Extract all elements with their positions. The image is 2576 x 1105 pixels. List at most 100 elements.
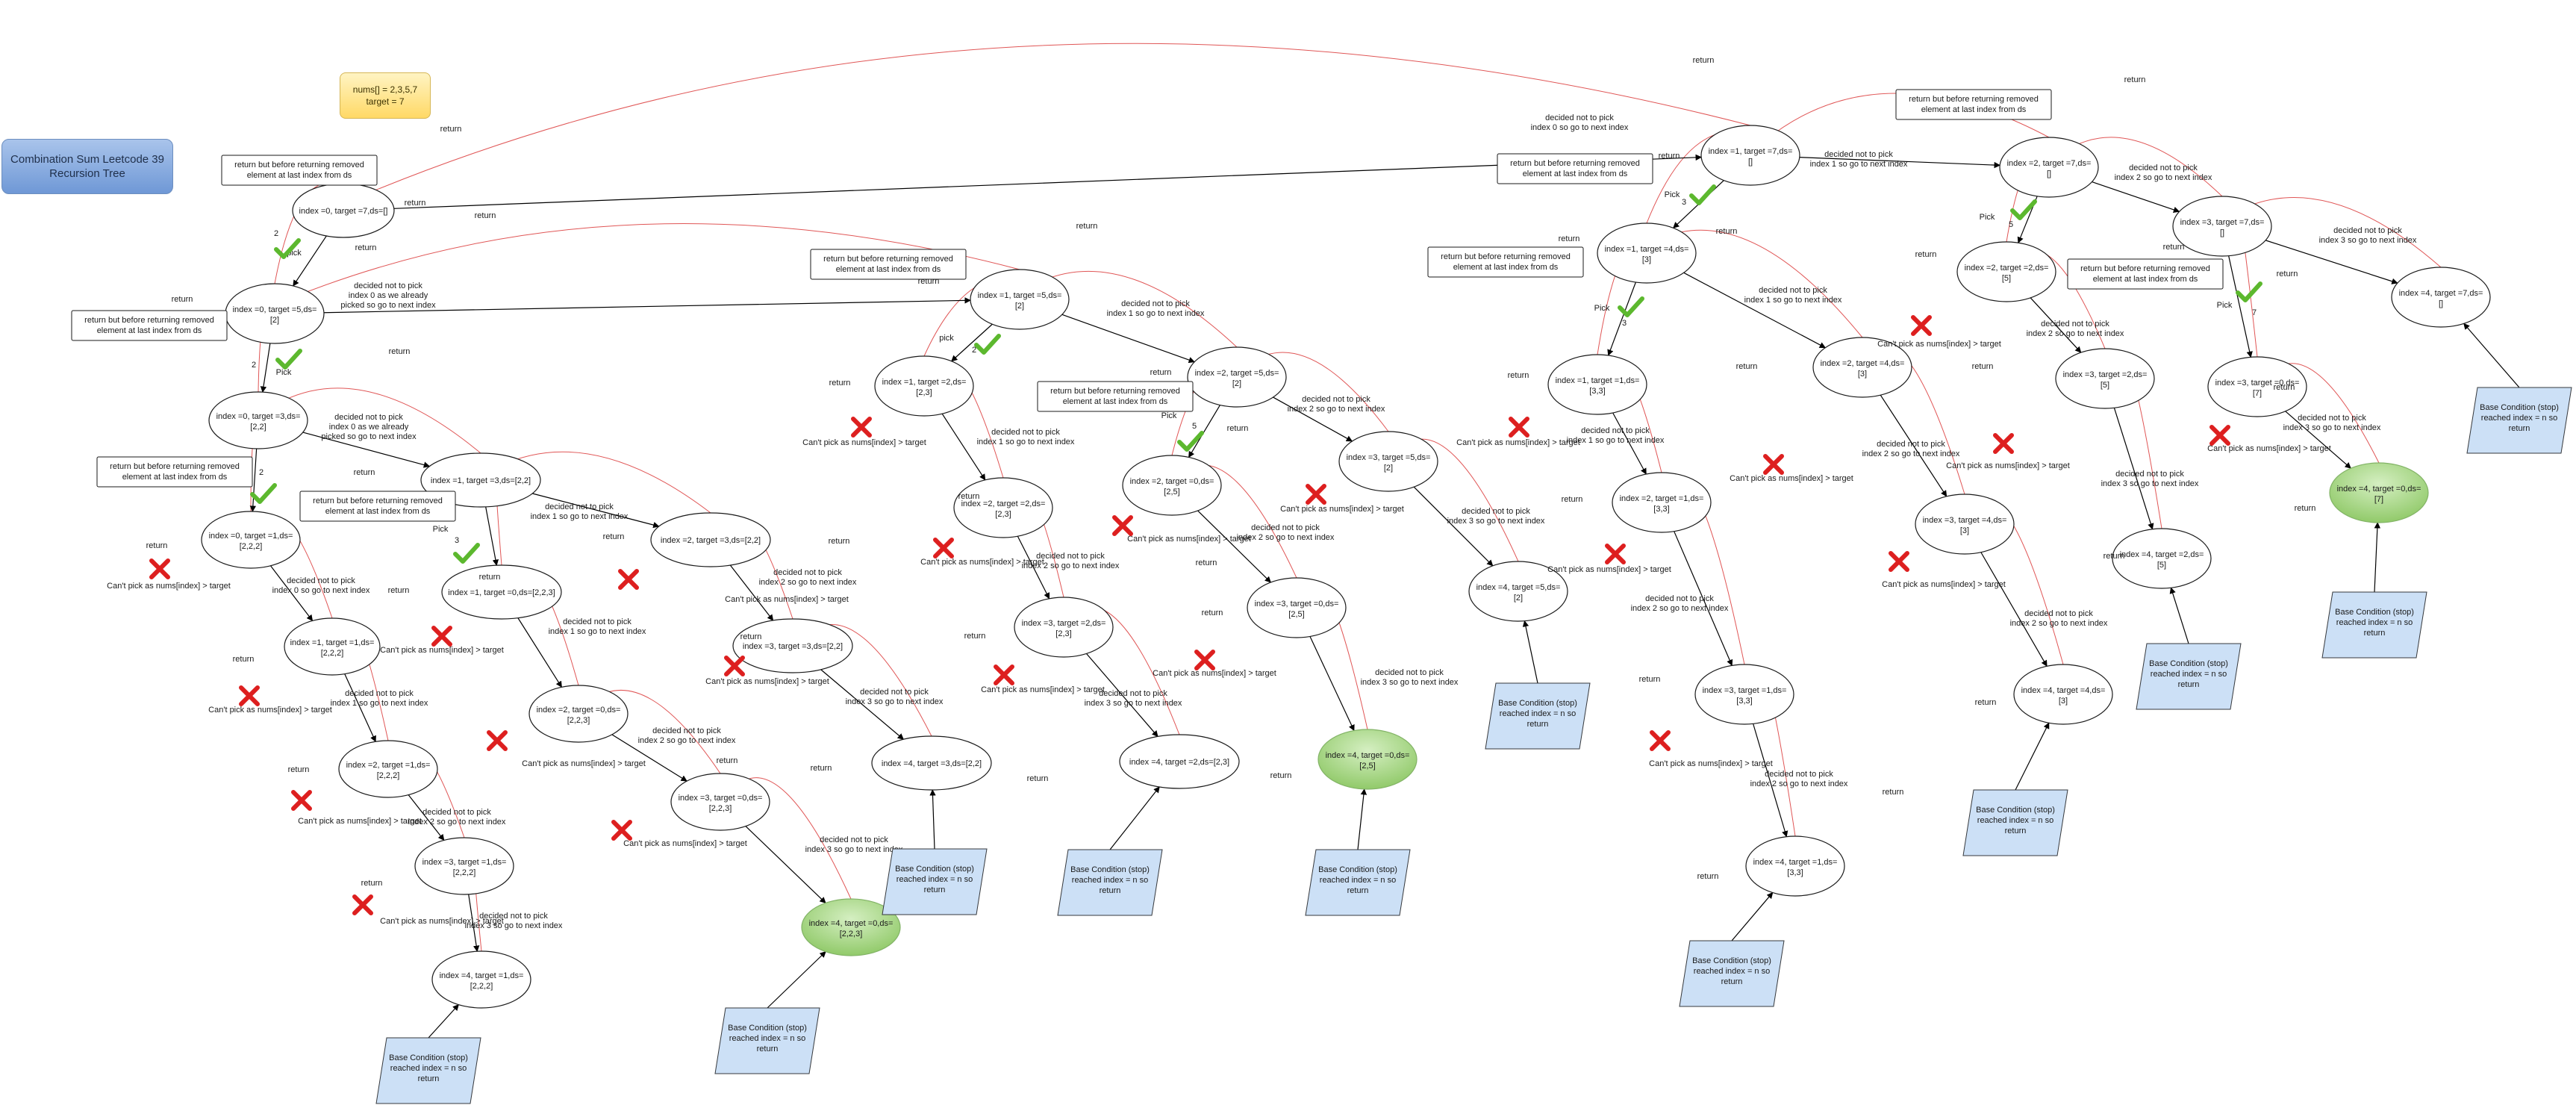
return-label: return <box>233 655 255 664</box>
diagram-title: Combination Sum Leetcode 39 Recursion Tr… <box>1 139 173 194</box>
return-label: return <box>389 347 411 356</box>
pick-value-label: 3 <box>1682 198 1686 207</box>
tree-edge <box>1753 723 1788 838</box>
not-pick-label: decided not to pick <box>1099 689 1167 698</box>
node-label-line2: [] <box>2047 169 2051 178</box>
cross-stroke <box>724 656 745 676</box>
cant-pick-label: Can't pick as nums[index] > target <box>1280 505 1404 514</box>
base-condition-shape <box>2321 591 2427 659</box>
node-ellipse <box>1612 472 1712 533</box>
base-condition-line3: return <box>1347 886 1369 895</box>
node-ellipse <box>1247 577 1347 638</box>
node-label-line2: [2,2,3] <box>840 930 863 939</box>
not-pick-label: index 3 so go to next index <box>2101 479 2199 488</box>
not-pick-label: index 3 so go to next index <box>1085 699 1182 708</box>
return-edge <box>1661 229 1863 338</box>
tree-edge <box>393 154 1702 209</box>
cross-icon <box>352 894 373 915</box>
node-label-line1: index =1, target =1,ds= <box>1556 376 1640 385</box>
cross-stroke <box>352 894 373 915</box>
node-label-line1: index =1, target =7,ds= <box>1709 147 1793 156</box>
cross-stroke <box>1509 417 1529 438</box>
return-label: return <box>146 541 168 550</box>
not-pick-label: picked so go to next index <box>321 432 417 441</box>
base-condition-shape <box>1679 940 1785 1007</box>
not-pick-label: decided not to pick <box>2024 609 2093 618</box>
not-pick-label: decided not to pick <box>1036 552 1105 561</box>
cross-stroke <box>1911 315 1932 336</box>
node-label-line2: [2,2,2] <box>240 542 263 551</box>
cant-pick-label: Can't pick as nums[index] > target <box>981 685 1105 694</box>
base-connector-edge <box>2169 587 2189 644</box>
node-label-line2: [3] <box>1858 370 1867 379</box>
node-label-line2: [5] <box>2002 274 2011 283</box>
not-pick-label: index 1 so go to next index <box>1744 296 1842 305</box>
return-note-rect <box>1895 89 2052 120</box>
not-pick-label: picked so go to next index <box>340 301 436 310</box>
cross-icon <box>724 656 745 676</box>
not-pick-label: index 2 so go to next index <box>408 818 506 827</box>
node-label: index =4, target =3,ds=[2,2] <box>882 759 982 768</box>
not-pick-label: decided not to pick <box>1251 523 1320 532</box>
tree-node-n38: index =2, target =2,ds=[5] <box>1956 241 2056 302</box>
tree-edge <box>1799 157 2000 169</box>
node-label-line2: [3,3] <box>1787 868 1803 877</box>
base-condition-line1: Base Condition (stop) <box>728 1024 807 1033</box>
return-label: return <box>717 756 738 765</box>
node-ellipse <box>2329 462 2429 523</box>
base-condition-line3: return <box>2509 424 2530 433</box>
node-label-line2: [2,5] <box>1164 488 1179 497</box>
cross-icon <box>618 569 639 590</box>
tree-node-n1: index =0, target =7,ds=[] <box>292 183 395 238</box>
return-note-line2: element at last index from ds <box>836 265 941 274</box>
node-label-line1: index =3, target =1,ds= <box>422 858 507 867</box>
node-label-line1: index =2, target =2,ds= <box>961 499 1046 508</box>
not-pick-label: index 3 so go to next index <box>846 697 944 706</box>
node-label-line2: [3] <box>1642 255 1651 264</box>
check-icon <box>1618 296 1644 317</box>
tree-edge <box>260 343 271 393</box>
node-label-line2: [2,3] <box>1055 629 1071 638</box>
not-pick-label: index 2 so go to next index <box>1288 405 1385 414</box>
return-edge <box>498 451 711 514</box>
return-note-rect <box>2067 258 2224 290</box>
cross-stroke <box>851 417 872 438</box>
return-label: return <box>1559 234 1580 243</box>
base-condition-line1: Base Condition (stop) <box>1692 956 1771 965</box>
node-ellipse <box>1999 137 2099 198</box>
cross-icon <box>994 664 1014 685</box>
node-label-line1: index =4, target =1,ds= <box>440 971 524 980</box>
return-label: return <box>1972 362 1994 371</box>
check-icon <box>1689 184 1716 205</box>
not-pick-label: index 2 so go to next index <box>638 736 736 745</box>
base-condition-box: Base Condition (stop)reached index = n s… <box>714 1007 820 1074</box>
cross-stroke <box>291 790 312 811</box>
not-pick-label: index 2 so go to next index <box>2027 329 2124 338</box>
pick-label: Pick <box>276 368 292 377</box>
base-condition-line3: return <box>2364 629 2386 638</box>
tree-node-n14: index =4, target =0,ds=[2,2,3] <box>801 898 901 956</box>
node-label-line2: [] <box>2220 228 2224 237</box>
base-condition-box: Base Condition (stop)reached index = n s… <box>1057 849 1163 916</box>
return-label: return <box>1693 56 1715 65</box>
return-note-box: return but before returning removedeleme… <box>1037 381 1194 412</box>
not-pick-label: index 2 so go to next index <box>2010 619 2108 628</box>
tree-edge <box>517 617 562 688</box>
tree-node-n5: index =1, target =1,ds=[2,2,2] <box>284 617 381 676</box>
return-edge <box>289 223 1020 299</box>
cross-stroke <box>994 664 1014 685</box>
not-pick-label: decided not to pick <box>1765 770 1833 779</box>
cross-icon <box>1509 417 1529 438</box>
return-note-line2: element at last index from ds <box>325 507 431 516</box>
cant-pick-label: Can't pick as nums[index] > target <box>380 646 504 655</box>
base-condition-box: Base Condition (stop)reached index = n s… <box>375 1037 481 1104</box>
tree-node-n34: index =2, target =4,ds=[3] <box>1812 337 1912 398</box>
base-condition-box: Base Condition (stop)reached index = n s… <box>1485 682 1591 750</box>
node-ellipse <box>670 773 770 831</box>
node-label-line2: [2] <box>1514 594 1523 603</box>
not-pick-label: index 3 so go to next index <box>1361 678 1459 687</box>
tree-edge <box>1197 510 1271 583</box>
return-note-box: return but before returning removedeleme… <box>1427 246 1584 278</box>
node-label-line1: index =3, target =2,ds= <box>1022 619 1106 628</box>
return-note-line2: element at last index from ds <box>122 473 228 482</box>
